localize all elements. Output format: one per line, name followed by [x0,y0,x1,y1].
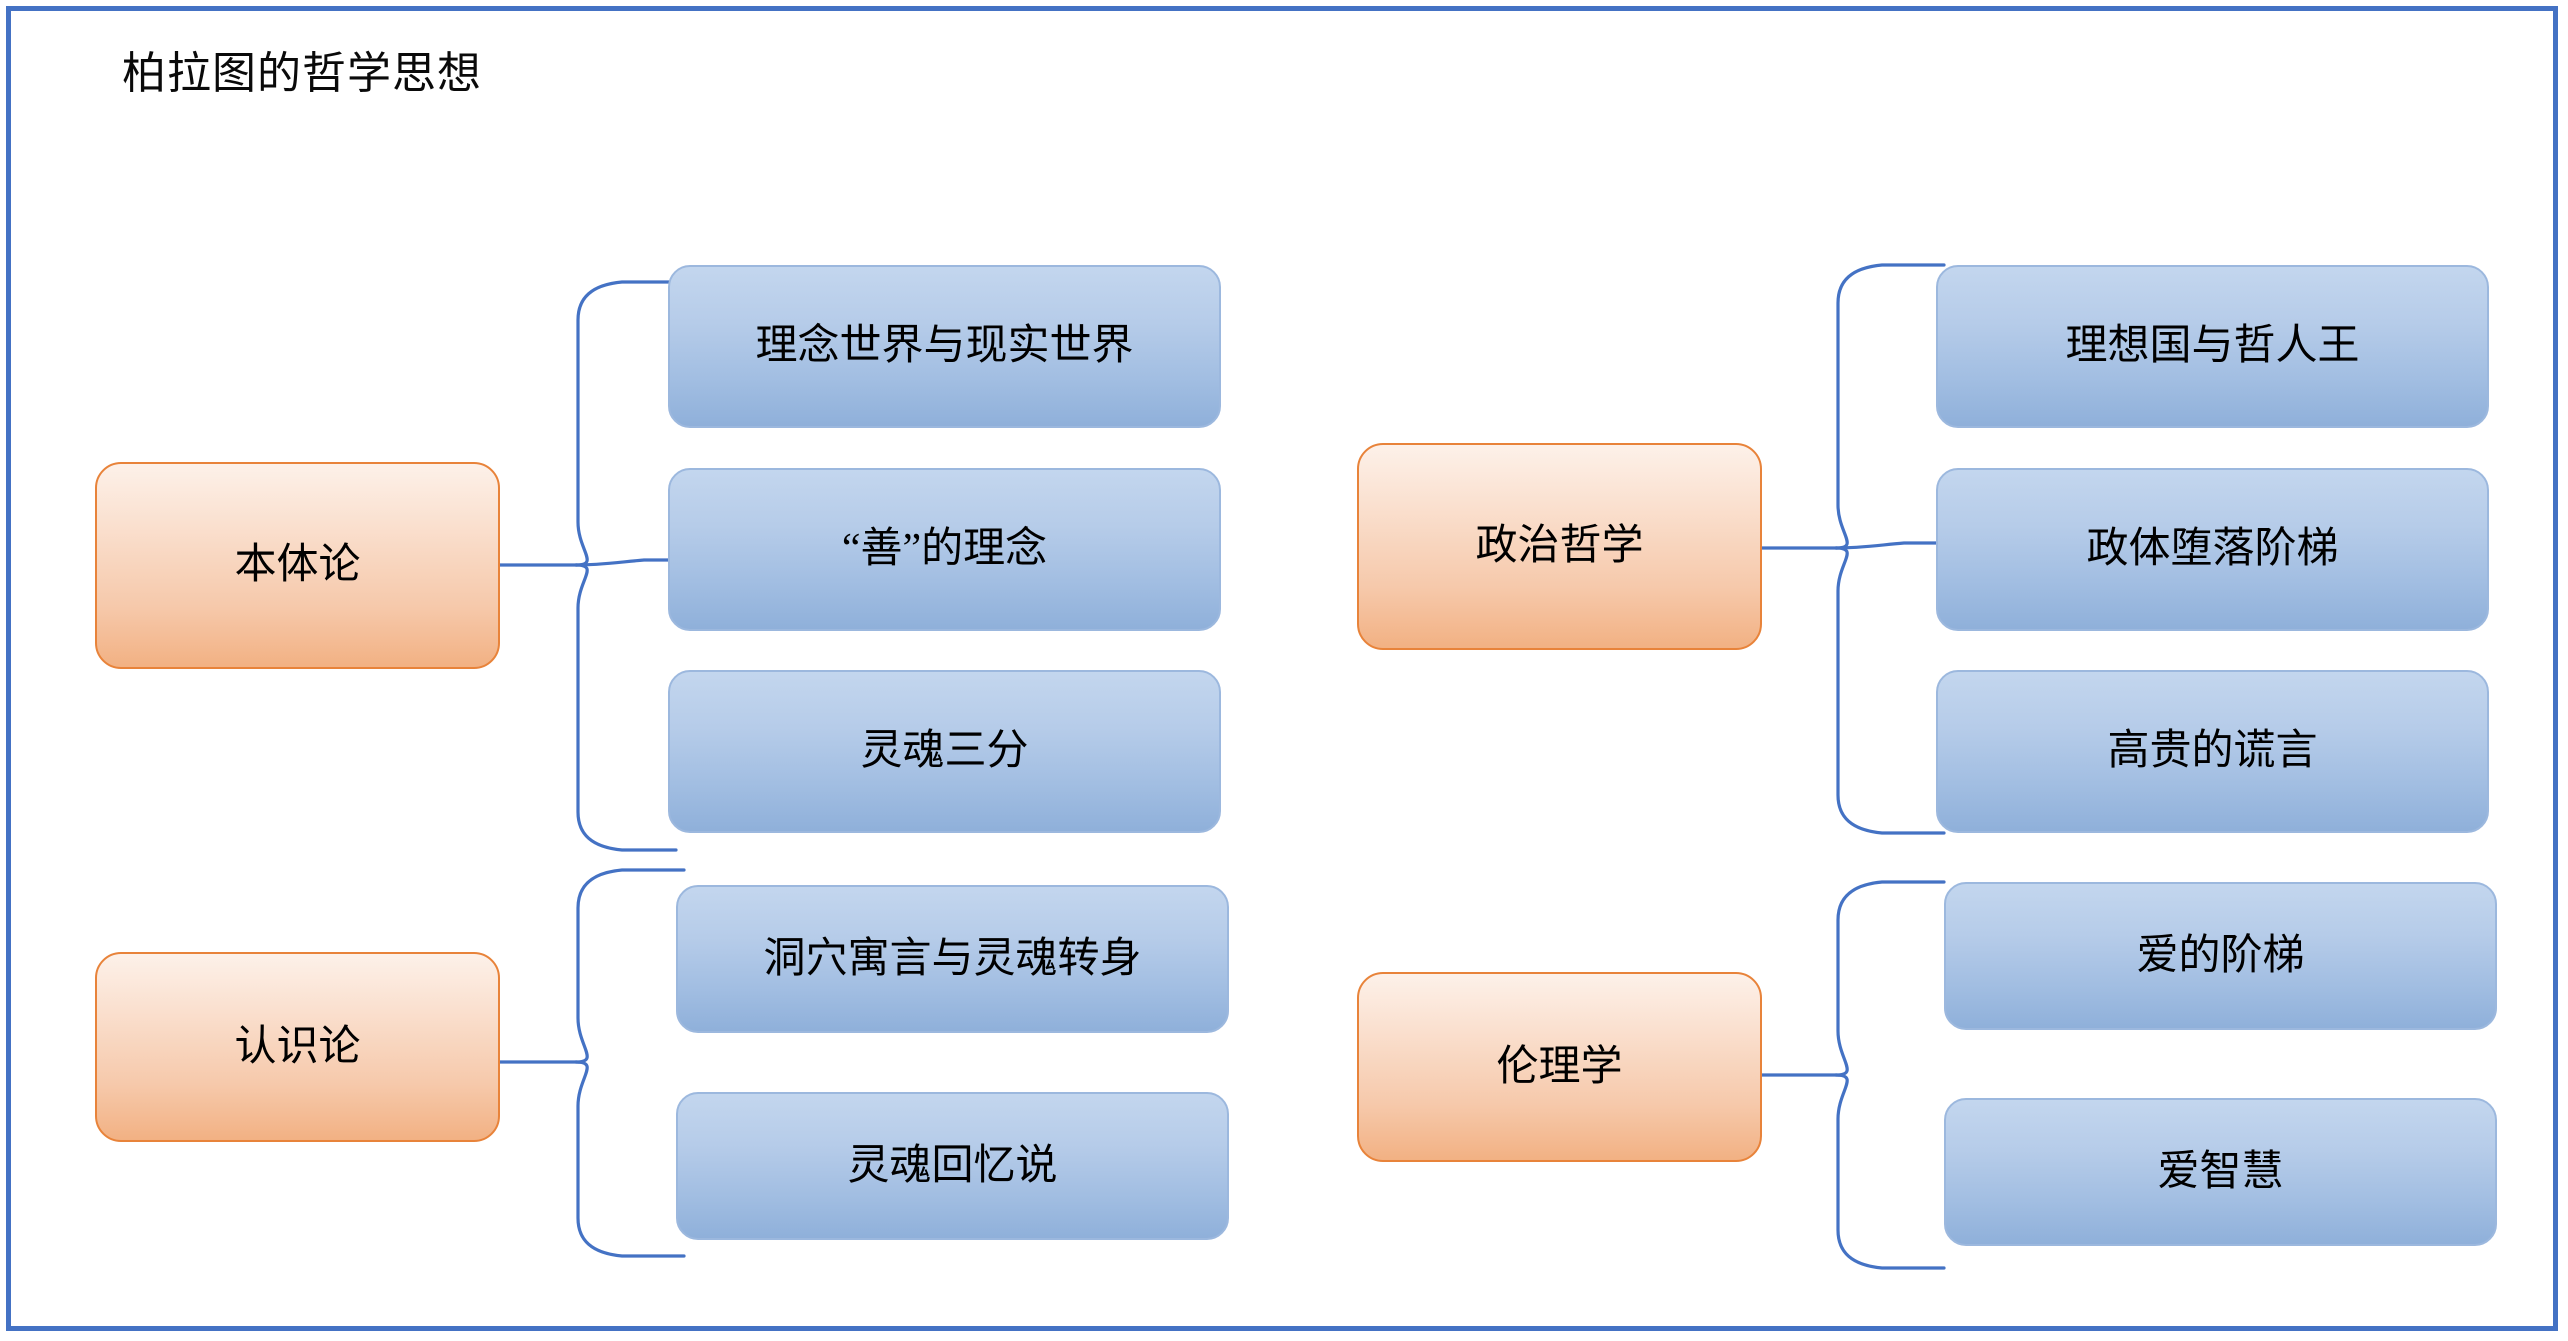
connector-branch-ontology-2 [574,558,678,567]
child-node-epistemology-1[interactable]: 洞穴寓言与灵魂转身 [676,885,1229,1033]
parent-node-politics[interactable]: 政治哲学 [1357,443,1762,650]
parent-node-epistemology[interactable]: 认识论 [95,952,500,1142]
child-node-politics-3-label: 高贵的谎言 [2107,728,2318,775]
child-node-ontology-2-label: “善”的理念 [841,526,1048,573]
child-node-ethics-1-label: 爱的阶梯 [2136,932,2305,979]
connector-branch-epistemology-1 [574,868,686,1064]
connector-branch-ethics-2 [1834,1073,1946,1270]
child-node-epistemology-2[interactable]: 灵魂回忆说 [676,1092,1229,1240]
child-node-politics-1-label: 理想国与哲人王 [2065,323,2360,370]
child-node-ethics-2[interactable]: 爱智慧 [1944,1098,2497,1246]
child-node-politics-1[interactable]: 理想国与哲人王 [1936,265,2489,428]
connector-branch-politics-3 [1834,546,1946,835]
parent-node-politics-label: 政治哲学 [1475,523,1644,570]
connector-branch-ontology-3 [574,563,678,852]
connector-branch-ontology-1 [574,280,678,567]
connector-branch-politics-2 [1834,541,1946,550]
parent-node-ethics[interactable]: 伦理学 [1357,972,1762,1162]
child-node-ontology-3-label: 灵魂三分 [860,728,1029,775]
connector-branch-ethics-1 [1834,880,1946,1077]
connector-branch-epistemology-2 [574,1060,686,1258]
parent-node-ontology-label: 本体论 [234,542,361,589]
child-node-ontology-3[interactable]: 灵魂三分 [668,670,1221,833]
child-node-ontology-1-label: 理念世界与现实世界 [755,323,1134,370]
child-node-ontology-1[interactable]: 理念世界与现实世界 [668,265,1221,428]
parent-node-ethics-label: 伦理学 [1496,1043,1623,1090]
child-node-ethics-2-label: 爱智慧 [2157,1148,2284,1195]
child-node-politics-2[interactable]: 政体堕落阶梯 [1936,468,2489,631]
child-node-politics-2-label: 政体堕落阶梯 [2086,526,2339,573]
page-title: 柏拉图的哲学思想 [122,49,482,98]
child-node-ethics-1[interactable]: 爱的阶梯 [1944,882,2497,1030]
child-node-ontology-2[interactable]: “善”的理念 [668,468,1221,631]
child-node-epistemology-2-label: 灵魂回忆说 [847,1142,1058,1189]
parent-node-epistemology-label: 认识论 [234,1023,361,1070]
connector-branch-politics-1 [1834,263,1946,550]
child-node-epistemology-1-label: 洞穴寓言与灵魂转身 [763,935,1142,982]
parent-node-ontology[interactable]: 本体论 [95,462,500,669]
child-node-politics-3[interactable]: 高贵的谎言 [1936,670,2489,833]
slide-border [6,6,2558,1331]
